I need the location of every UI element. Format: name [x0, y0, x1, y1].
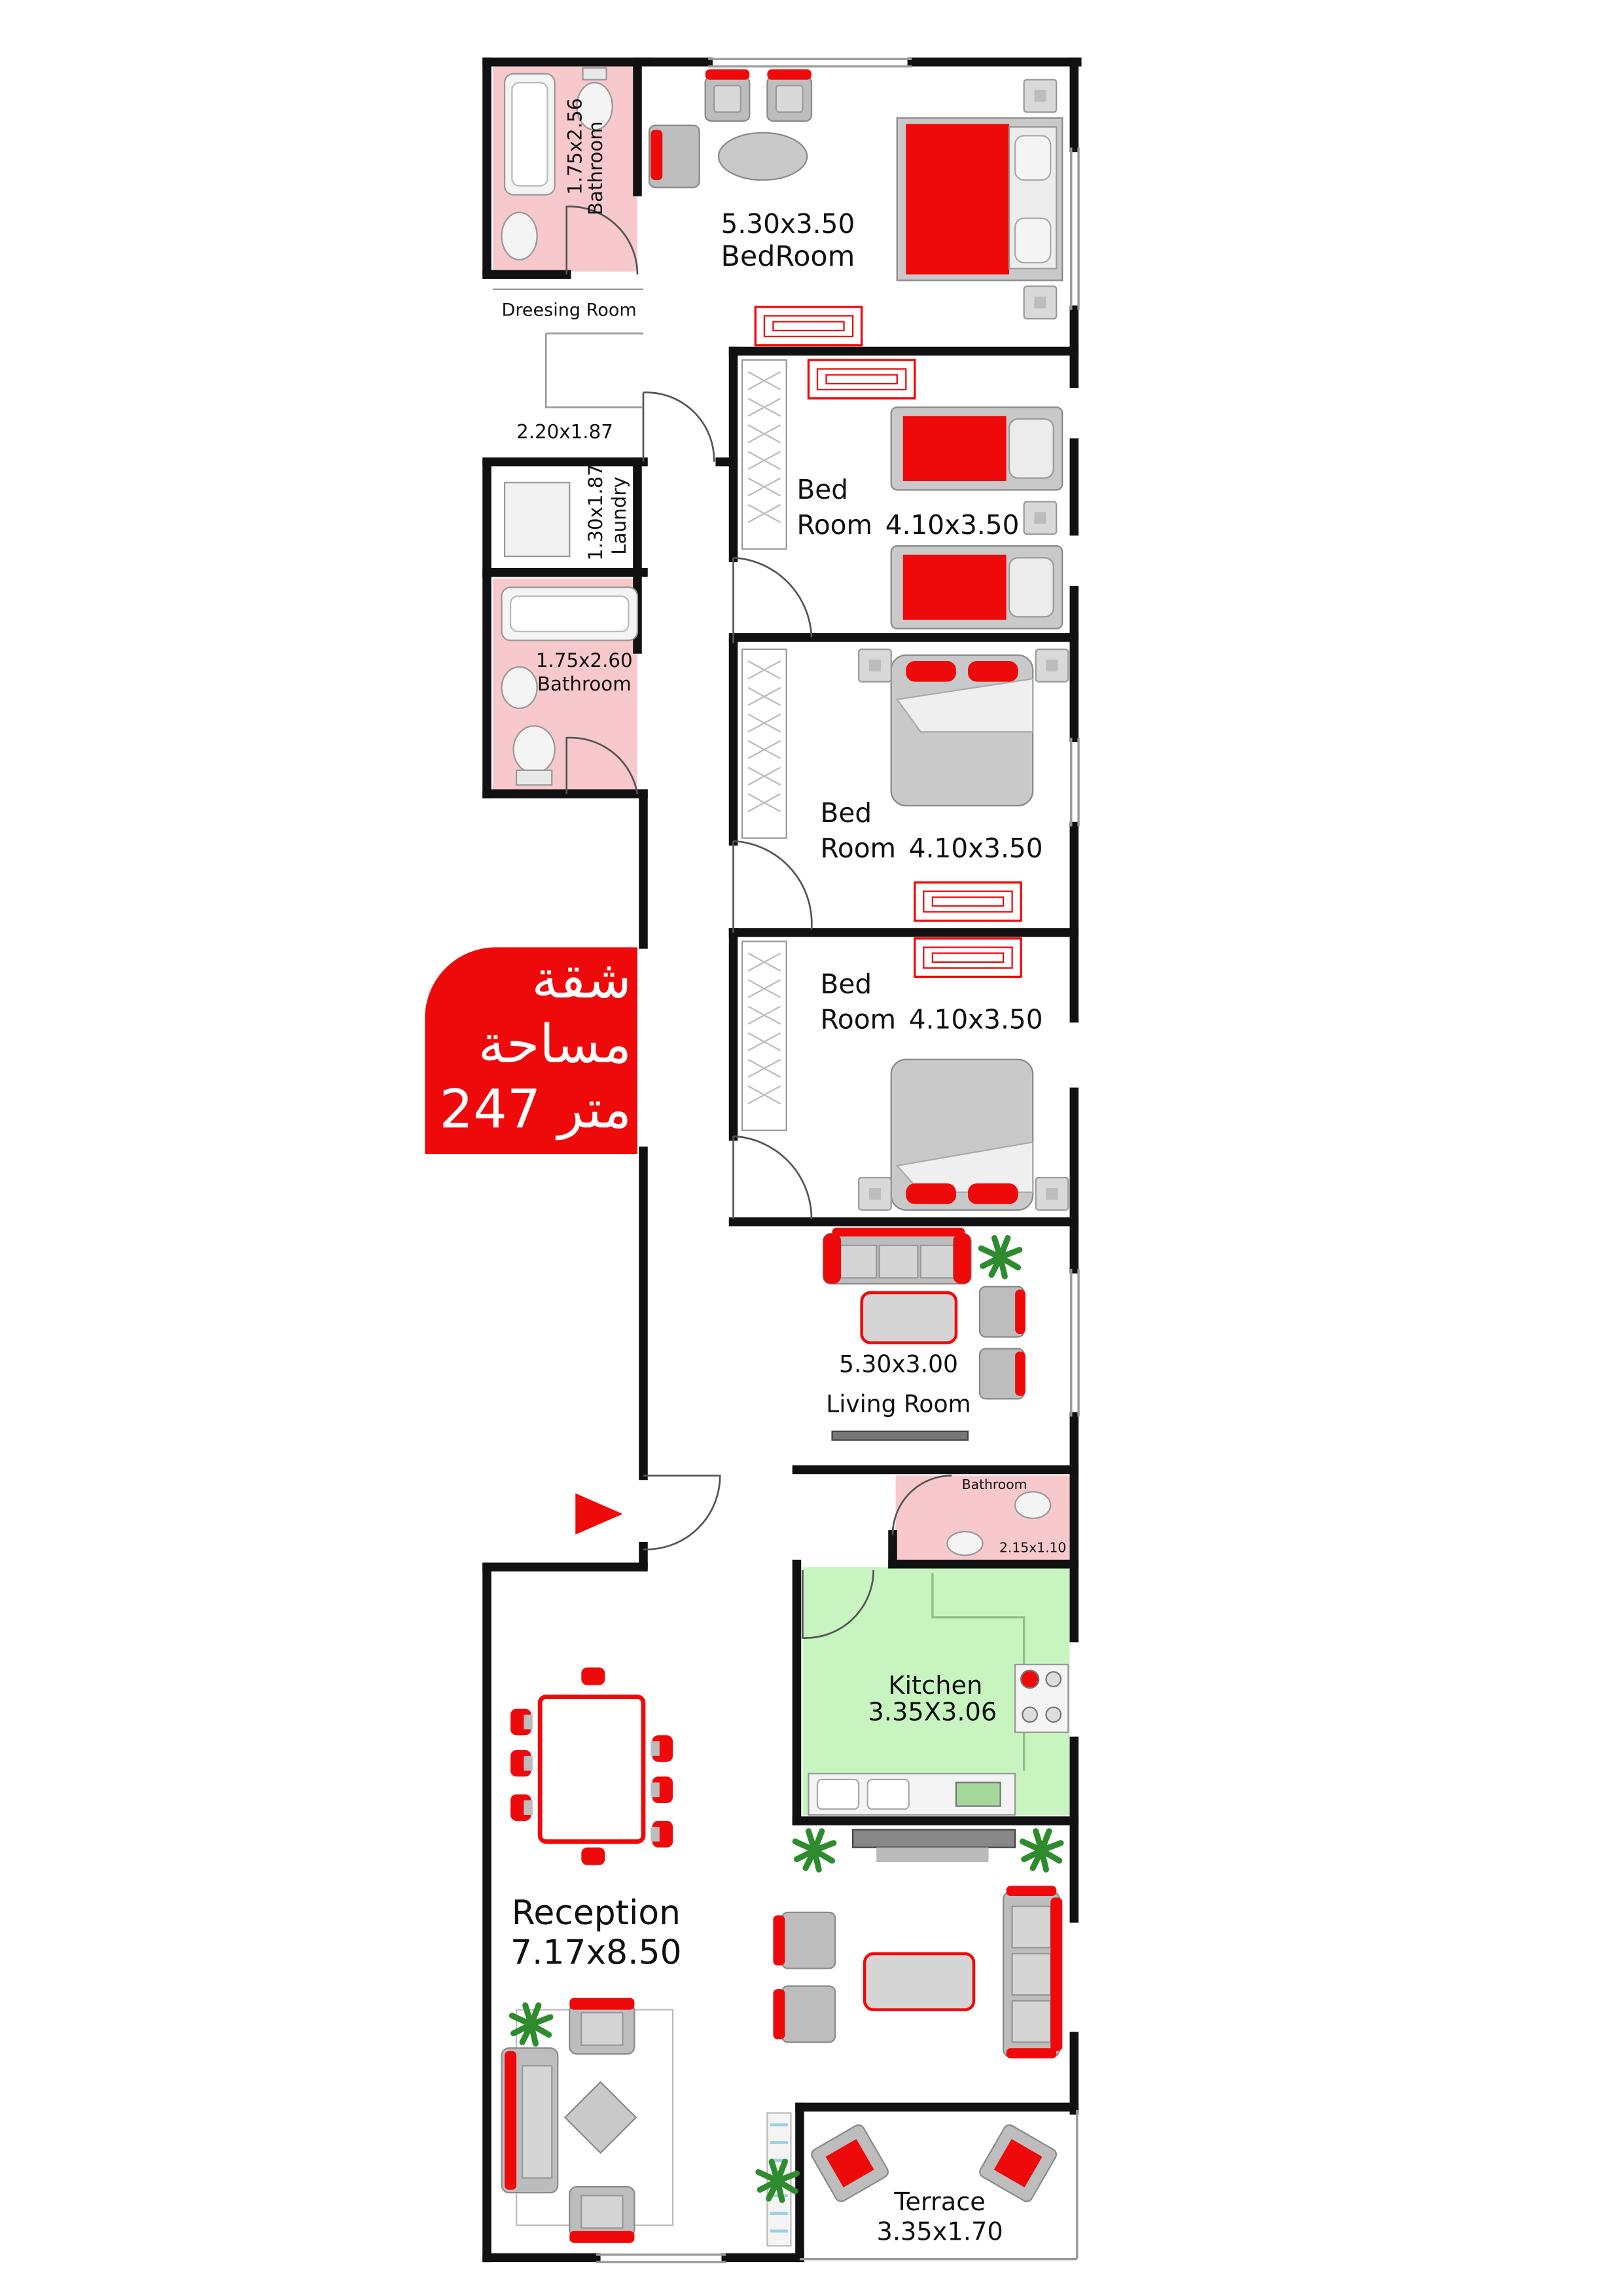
dressing-room-dims: 2.20x1.87 [516, 421, 613, 443]
master-bedroom-name: BedRoom [721, 240, 855, 273]
reception-name: Reception [512, 1893, 681, 1933]
terrace-furniture [758, 2112, 1058, 2247]
windows [596, 58, 1080, 2263]
bedroom4-furniture [741, 937, 1069, 1211]
bedroom3-line2: Room [821, 833, 897, 864]
walls [482, 57, 1082, 2263]
master-bedroom-dims: 5.30x3.50 [721, 208, 855, 240]
laundry-name: Laundry [608, 476, 630, 554]
bathroom-small-dims: 2.15x1.10 [999, 1540, 1066, 1556]
bedroom2-line1: Bed [796, 474, 848, 505]
terrace-name: Terrace [893, 2187, 985, 2217]
bedroom4-dims: 4.10x3.50 [909, 1003, 1043, 1035]
area-badge [425, 947, 637, 1155]
kitchen-name: Kitchen [888, 1671, 982, 1700]
badge-line2: مساحة [478, 1014, 632, 1075]
reception-sitting [501, 1998, 674, 2243]
bathroom-mid-dims: 1.75x2.60 [536, 649, 633, 672]
bathroom-small-name: Bathroom [962, 1477, 1027, 1492]
badge-line3: 247 متر [439, 1079, 631, 1140]
reception-lounge [773, 1830, 1062, 2059]
bedroom2-line2: Room [796, 509, 872, 541]
bathroom-mid-name: Bathroom [537, 673, 632, 695]
bedroom4-line1: Bed [821, 968, 872, 999]
bedroom4-line2: Room [821, 1003, 897, 1035]
terrace-dims: 3.35x1.70 [876, 2217, 1003, 2246]
bathroom-small-fixtures [946, 1491, 1052, 1556]
bedroom3-dims: 4.10x3.50 [909, 833, 1043, 864]
bedroom2-dims: 4.10x3.50 [885, 509, 1020, 541]
reception-dims: 7.17x8.50 [510, 1933, 682, 1973]
laundry-dims: 1.30x1.87 [584, 464, 607, 561]
bathroom-top-dims: 1.75x2.56 [563, 98, 586, 195]
bathroom-top-name: Bathroom [584, 121, 607, 215]
dressing-room-name: Dreesing Room [502, 300, 637, 320]
living-room-name: Living Room [826, 1391, 971, 1418]
kitchen-furniture [808, 1573, 1069, 1816]
reception-dining [510, 1667, 673, 1865]
laundry-washer [503, 482, 571, 558]
dressing-closet [544, 332, 643, 408]
bathroom-mid-fixtures [501, 586, 639, 786]
living-room-dims: 5.30x3.00 [839, 1351, 958, 1378]
kitchen-dims: 3.35X3.06 [868, 1698, 997, 1727]
entrance-arrow-icon [575, 1493, 623, 1535]
badge-line1: شقة [531, 949, 632, 1011]
bedroom3-furniture [741, 648, 1069, 922]
living-room-furniture [822, 1227, 1026, 1441]
door-swings [565, 206, 952, 1639]
bedroom2-furniture [741, 359, 1063, 630]
bathroom-top-fixtures [501, 67, 613, 260]
bedroom3-line1: Bed [821, 797, 872, 829]
master-bedroom-furniture [648, 68, 1063, 347]
